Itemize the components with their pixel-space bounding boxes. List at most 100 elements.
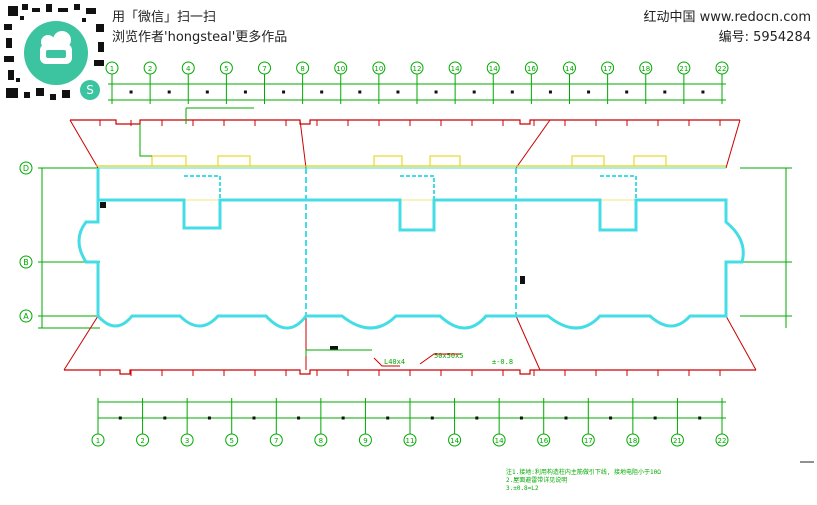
bottom-axis-circle-2 bbox=[136, 433, 150, 447]
bottom-dim-mark-1 bbox=[118, 416, 122, 420]
top-axis-ticks bbox=[111, 74, 723, 104]
stair-well-3 bbox=[600, 175, 637, 200]
roof-bump-2 bbox=[217, 155, 251, 166]
top-axis-12: 16 bbox=[524, 61, 538, 75]
roof-bump-1 bbox=[151, 155, 187, 166]
top-axis-14: 17 bbox=[601, 61, 615, 75]
top-axis-circle-11 bbox=[486, 61, 500, 75]
site-label[interactable]: 红动中国 www.redocn.com bbox=[643, 10, 811, 25]
top-axis-label-1: 1 bbox=[110, 65, 114, 73]
bottom-axis-11: 16 bbox=[537, 433, 551, 447]
item-code: 编号: 5954284 bbox=[718, 30, 811, 45]
note-arrow-1 bbox=[373, 357, 400, 367]
dimension-note-2: L40x4 bbox=[384, 358, 405, 366]
bottom-axis-3: 3 bbox=[180, 433, 194, 447]
top-axis-label-7: 10 bbox=[336, 65, 345, 73]
top-axis-circle-17 bbox=[715, 61, 729, 75]
top-axis-4: 5 bbox=[219, 61, 233, 75]
top-dim-mark-9 bbox=[434, 90, 438, 94]
qr-code-image: S bbox=[4, 4, 104, 100]
bottom-axis-label-8: 11 bbox=[406, 437, 415, 445]
top-dim-mark-5 bbox=[282, 90, 286, 94]
footer-note-1: 注1.接地:利用构造柱内主筋做引下线, 接地电阻小于10Ω bbox=[506, 468, 661, 476]
bottom-axis-1: 1 bbox=[91, 433, 105, 447]
bottom-axis-circle-8 bbox=[403, 433, 417, 447]
roof-bump-5 bbox=[571, 155, 605, 166]
bottom-axis-7: 9 bbox=[358, 433, 372, 447]
top-axis-2: 2 bbox=[143, 61, 157, 75]
top-axis-circle-9 bbox=[410, 61, 424, 75]
top-axis-circle-10 bbox=[448, 61, 462, 75]
top-axis-label-5: 7 bbox=[262, 65, 266, 73]
bottom-axis-label-15: 22 bbox=[718, 437, 727, 445]
lightning-diag-5 bbox=[63, 315, 99, 371]
top-axis-circle-16 bbox=[677, 61, 691, 75]
top-axis-circle-1 bbox=[105, 61, 119, 75]
bottom-dim-mark-8 bbox=[430, 416, 434, 420]
bottom-axis-label-13: 18 bbox=[628, 437, 637, 445]
lightning-diag-3 bbox=[515, 119, 551, 169]
top-axis-16: 21 bbox=[677, 61, 691, 75]
bottom-axis-label-14: 21 bbox=[673, 437, 682, 445]
bottom-axis-label-4: 5 bbox=[229, 437, 233, 445]
bottom-axis-label-3: 3 bbox=[185, 437, 189, 445]
top-axis-circle-14 bbox=[601, 61, 615, 75]
bottom-axis-circle-3 bbox=[180, 433, 194, 447]
bottom-axis-circle-11 bbox=[537, 433, 551, 447]
top-axis-11: 14 bbox=[486, 61, 500, 75]
bottom-axis-circle-6 bbox=[314, 433, 328, 447]
top-axis-label-11: 14 bbox=[489, 65, 498, 73]
top-dim-mark-2 bbox=[167, 90, 171, 94]
left-axis-d: D bbox=[19, 161, 33, 175]
top-axis-17: 22 bbox=[715, 61, 729, 75]
top-axis-10: 14 bbox=[448, 61, 462, 75]
top-axis-label-13: 14 bbox=[565, 65, 574, 73]
top-dim-mark-16 bbox=[701, 90, 705, 94]
building-outline bbox=[77, 168, 745, 330]
top-axis-label-15: 18 bbox=[641, 65, 650, 73]
bottom-dim-mark-14 bbox=[698, 416, 702, 420]
top-axis-circle-3 bbox=[181, 61, 195, 75]
bottom-axis-circle-14 bbox=[670, 433, 684, 447]
lightning-diag-1 bbox=[69, 119, 99, 169]
top-axis-8: 10 bbox=[372, 61, 386, 75]
bottom-dim-mark-7 bbox=[386, 416, 390, 420]
left-axis-d-label: D bbox=[23, 164, 29, 173]
top-dim-mark-14 bbox=[625, 90, 629, 94]
bottom-axis-circle-10 bbox=[492, 433, 506, 447]
lightning-diag-2 bbox=[299, 119, 307, 169]
top-axis-label-2: 2 bbox=[148, 65, 152, 73]
left-axis-a: A bbox=[19, 309, 33, 323]
bottom-dim-mark-11 bbox=[564, 416, 568, 420]
top-axis-13: 14 bbox=[563, 61, 576, 75]
bottom-axis-6: 8 bbox=[314, 433, 328, 447]
bottom-axis-label-2: 2 bbox=[140, 437, 144, 445]
author-hint: 浏览作者'hongsteal'更多作品 bbox=[112, 30, 288, 45]
top-dim-mark-10 bbox=[472, 90, 476, 94]
left-axis-b: B bbox=[19, 255, 33, 269]
lightning-line-top bbox=[70, 119, 740, 125]
top-axis-9: 12 bbox=[410, 61, 424, 75]
top-axis-circle-15 bbox=[639, 61, 653, 75]
bottom-dim-mark-2 bbox=[163, 416, 167, 420]
bottom-dim-mark-5 bbox=[297, 416, 301, 420]
top-axis-1: 1 bbox=[105, 61, 119, 75]
dimension-note-1: 50x50x5 bbox=[434, 352, 464, 360]
bottom-axis-label-7: 9 bbox=[363, 437, 367, 445]
top-dim-mark-3 bbox=[205, 90, 209, 94]
lightning-diag-4 bbox=[725, 119, 741, 169]
svg-text:S: S bbox=[86, 83, 94, 97]
left-axis-a-label: A bbox=[23, 312, 29, 321]
top-axis-5: 7 bbox=[258, 61, 271, 75]
ground-mark-1 bbox=[100, 202, 106, 208]
bottom-axis-label-9: 14 bbox=[450, 437, 459, 445]
bottom-axis-10: 14 bbox=[492, 433, 506, 447]
roof-bump-6 bbox=[633, 155, 667, 166]
bottom-axis-13: 18 bbox=[626, 433, 640, 447]
roof-bump-3 bbox=[373, 155, 403, 166]
lightning-line-ticks bbox=[99, 120, 721, 376]
bottom-dim-mark-9 bbox=[475, 416, 479, 420]
